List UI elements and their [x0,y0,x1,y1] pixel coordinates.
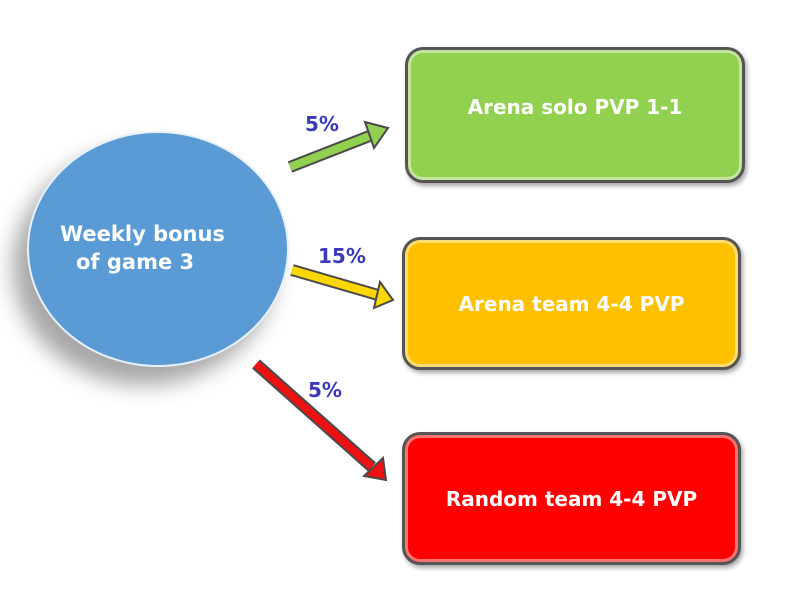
percent-label-arena-solo: 5% [305,112,339,136]
source-node-weekly-bonus [27,131,289,367]
percent-label-arena-team: 15% [318,244,366,268]
arrow-to-arena-solo [287,120,390,173]
arrow-to-arena-team [290,264,395,310]
target-label: Arena solo PVP 1-1 [467,95,683,119]
percent-label-random-team: 5% [308,378,342,402]
source-label-line2: of game 3 [76,250,195,274]
source-node-label: Weekly bonus of game 3 [60,220,225,276]
target-node-random-team: Random team 4-4 PVP [402,432,741,565]
target-node-arena-solo: Arena solo PVP 1-1 [405,47,745,183]
source-label-line1: Weekly bonus [60,222,225,246]
arrow-to-random-team [252,359,388,482]
target-label: Arena team 4-4 PVP [458,291,685,316]
target-node-arena-team: Arena team 4-4 PVP [402,237,741,370]
target-label: Random team 4-4 PVP [445,486,698,511]
